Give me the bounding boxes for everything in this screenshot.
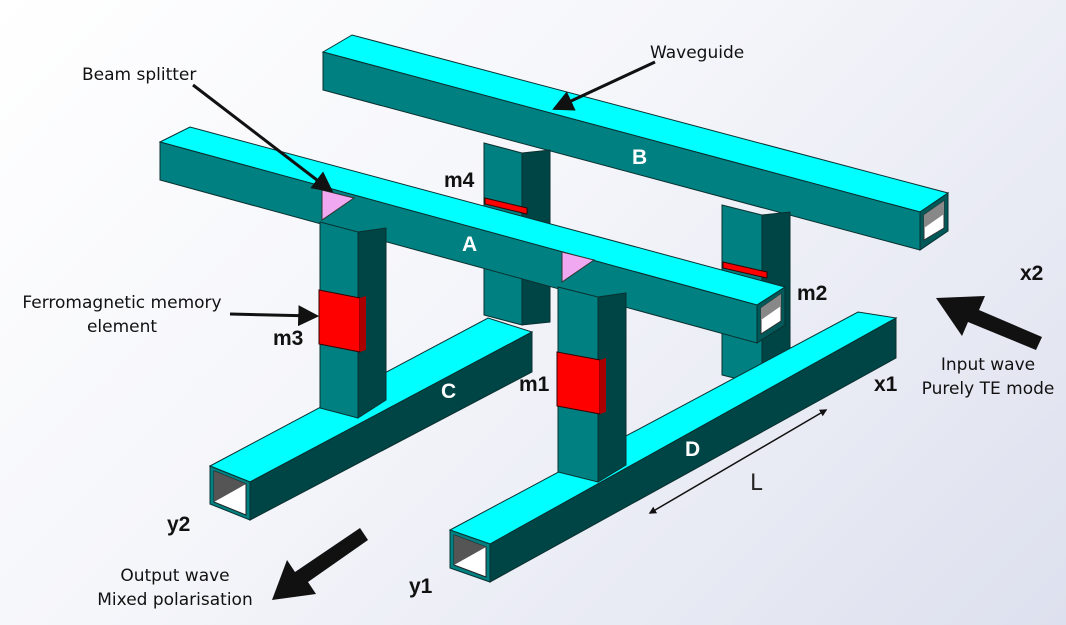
memory-label-m3: m3	[273, 327, 303, 350]
label-ferro-line1: Ferromagnetic memory	[22, 293, 221, 313]
port-label-y2: y2	[167, 513, 190, 536]
label-beam-splitter: Beam splitter	[82, 65, 196, 85]
input-arrow-icon	[936, 296, 1042, 350]
waveguide-a-opening-shade	[761, 294, 781, 320]
front-vertical-left	[318, 221, 387, 419]
port-label-x1: x1	[874, 373, 898, 396]
port-label-y1: y1	[409, 575, 433, 598]
length-arrow	[648, 409, 828, 514]
front-vertical-right	[556, 286, 627, 483]
waveguide-b-opening-shade	[924, 201, 944, 228]
length-label: L	[750, 471, 763, 496]
waveguide-b	[321, 34, 950, 251]
beam-label-d: D	[685, 438, 700, 461]
memory-element-m2	[722, 261, 768, 279]
waveguide-b-top	[321, 34, 950, 213]
memory-element-m3	[318, 289, 361, 353]
label-output-line2: Mixed polarisation	[97, 590, 252, 610]
label-output-line1: Output wave	[120, 566, 229, 586]
ferro-arrow	[229, 305, 320, 327]
memory-label-m2: m2	[797, 282, 827, 305]
label-ferro-line2: element	[87, 317, 157, 337]
beam-label-c: C	[441, 380, 456, 403]
beam-label-b: B	[632, 146, 647, 169]
memory-element-m4	[484, 197, 528, 215]
waveguide-arrow	[552, 60, 656, 111]
port-label-x2: x2	[1020, 262, 1043, 285]
beam-label-a: A	[462, 233, 477, 256]
waveguide-d-opening-shade	[454, 535, 486, 565]
memory-label-m1: m1	[519, 373, 550, 396]
label-waveguide: Waveguide	[650, 43, 744, 63]
output-arrow-icon	[272, 528, 368, 600]
label-input-line2: Purely TE mode	[922, 379, 1055, 399]
label-input-line1: Input wave	[941, 355, 1035, 375]
memory-element-m1	[556, 351, 601, 415]
memory-label-m4: m4	[444, 169, 475, 192]
waveguide-c-opening-shade	[214, 471, 246, 502]
beam-splitter-right	[561, 251, 596, 283]
beam-splitter-left	[321, 189, 356, 221]
beam-splitter-arrow	[192, 83, 334, 193]
